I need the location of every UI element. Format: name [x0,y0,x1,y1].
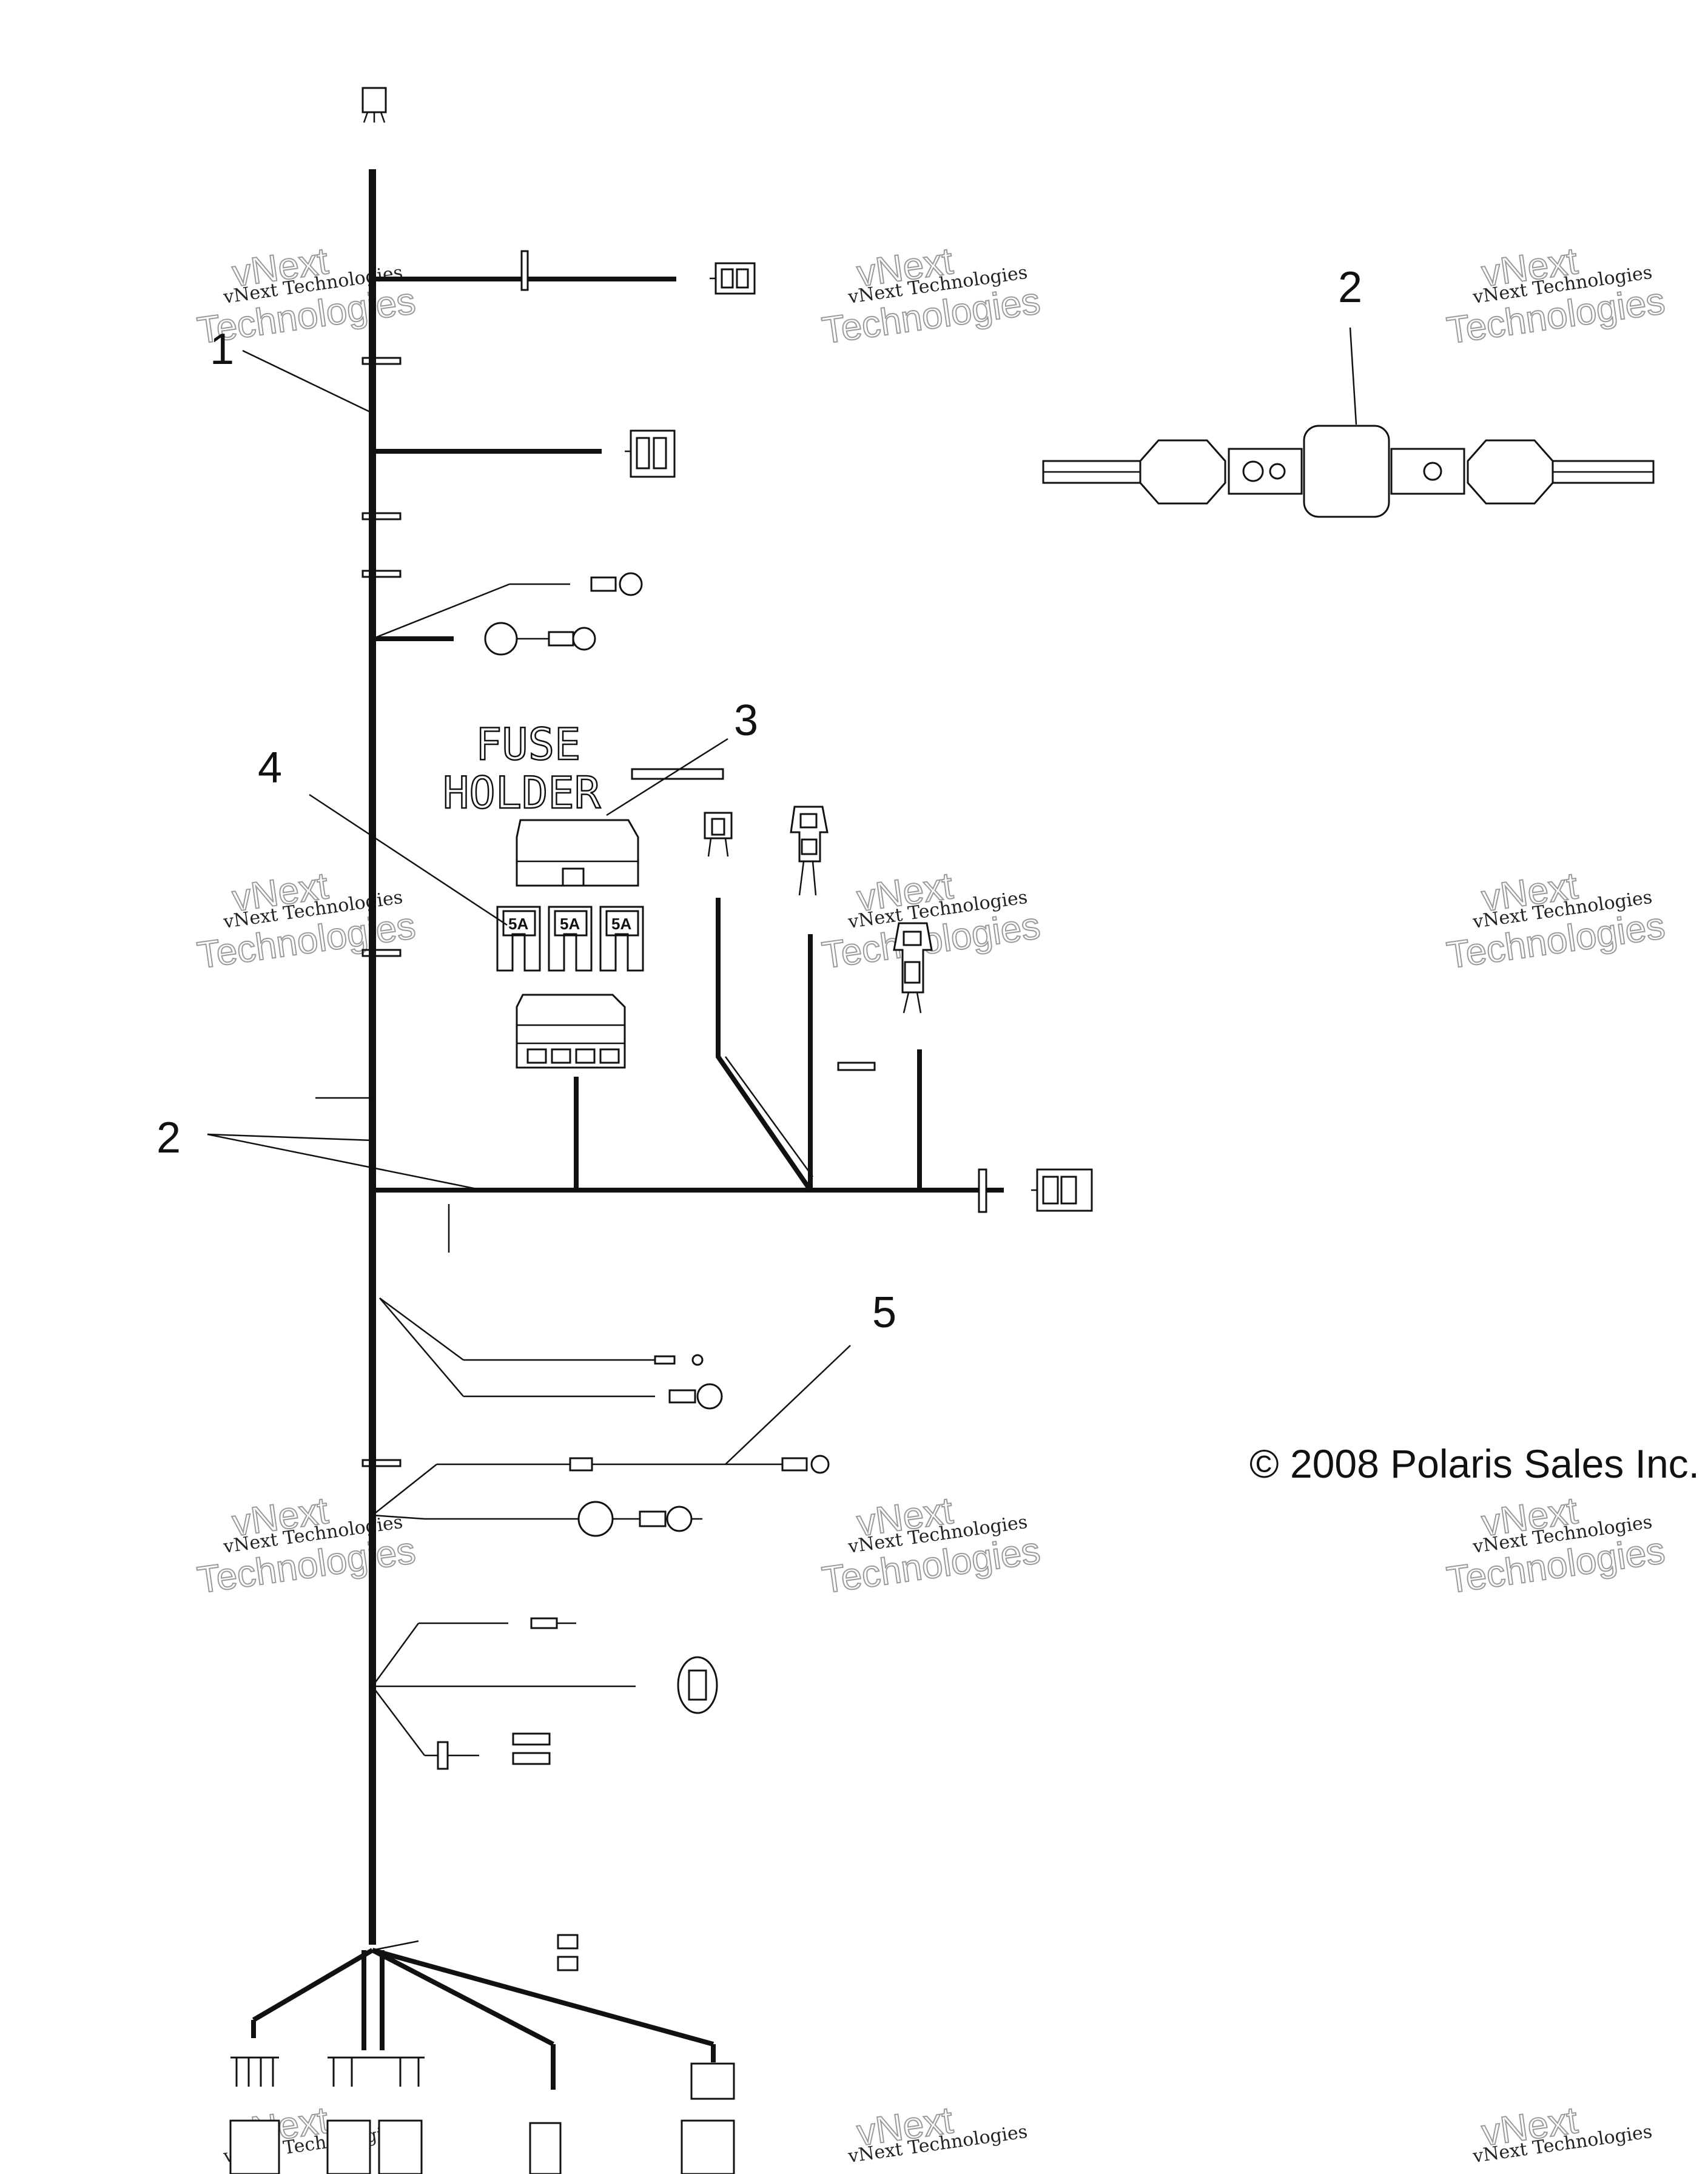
leader-4 [309,793,508,926]
leader-3 [606,738,728,816]
watermark: Technologies vNext vNext Technologies [1444,864,1668,977]
leader-2a [207,1133,373,1142]
watermark: Technologies vNext vNext Technologies [819,1489,1043,1602]
callout-5: 5 [872,1288,896,1337]
leader-2-right [1349,327,1357,425]
branch-top-connector [372,250,756,295]
branch-ring-terminals [372,572,643,656]
watermark: Technologies vNext vNext Technologies [1444,240,1668,352]
fuse: 5A [548,906,593,972]
top-ring-terminal [361,87,387,123]
leader-5 [725,1345,851,1465]
callout-1: 1 [210,325,234,374]
watermarks: Technologies vNext vNext Technologies Te… [194,240,1668,2167]
connector-upper [790,806,829,896]
relay [704,812,733,857]
watermark: vNext vNext Technologies [1471,2099,1653,2167]
leader-1 [242,349,372,414]
fuse-block-base [516,994,626,1069]
callout-4: 4 [258,744,282,792]
watermark: Technologies vNext vNext Technologies [819,864,1043,977]
inline-fuse-holder [1042,425,1655,518]
fuse: 5A [599,906,644,972]
branch-inline-fuse [372,1455,830,1537]
fuse: 5A [496,906,541,972]
watermark: Technologies vNext vNext Technologies [819,240,1043,352]
fuse-rating: 5A [560,915,580,933]
watermark: Technologies vNext vNext Technologies [194,864,419,977]
callout-2-left: 2 [156,1114,181,1162]
connector-lower [893,922,933,1014]
copyright-notice: © 2008 Polaris Sales Inc. [1249,1441,1700,1486]
fuse-rating: 5A [611,915,631,933]
fuses: 5A 5A 5A [496,906,644,972]
bottom-fanout [229,1934,735,2174]
fuse-label-strip [631,768,724,780]
fuse-holder-cover [516,819,639,887]
branch-horizontal-main [372,898,1093,1213]
watermark: Technologies vNext vNext Technologies [194,1489,419,1602]
leader-2b [207,1133,483,1191]
fuse-holder-title-line2: HOLDER [443,767,601,818]
callout-3: 3 [734,696,758,745]
branch-second-connector [372,429,676,478]
watermark: vNext vNext Technologies [846,2099,1029,2167]
branch-lower-terminals [379,1297,723,1410]
fuse-rating: 5A [508,915,528,933]
connector-end [1031,1168,1093,1212]
callout-2-right: 2 [1338,263,1362,312]
branch-sensor-connectors [371,1617,718,1770]
watermark: Technologies vNext vNext Technologies [1444,1489,1668,1602]
fuse-holder-title-line1: FUSE [476,719,580,770]
tie-straps [361,357,402,1467]
